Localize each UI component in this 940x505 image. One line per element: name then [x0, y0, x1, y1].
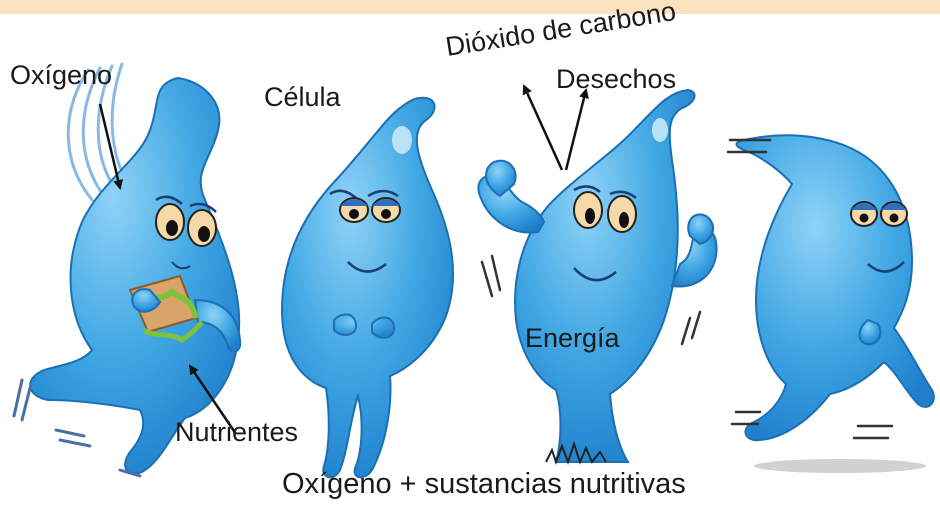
- motion-lines-icon: [480, 254, 702, 346]
- character-cell: [280, 96, 455, 479]
- label-oxygen: Oxígeno: [10, 60, 113, 90]
- hands-2: [333, 313, 396, 339]
- face-2: [329, 189, 401, 273]
- label-nutrients: Nutrientes: [175, 417, 299, 447]
- caption: Oxígeno + sustancias nutritivas: [282, 468, 686, 500]
- cell-body-2: [280, 96, 455, 479]
- grass-icon: [545, 440, 607, 465]
- arrow-icon: [188, 364, 238, 435]
- label-cell: Célula: [264, 82, 341, 112]
- arrow-icon: [564, 88, 589, 171]
- arrow-icon: [522, 84, 564, 171]
- fist-right-3: [687, 213, 715, 246]
- arm-right-1: [193, 298, 242, 353]
- cell-body-1: [29, 76, 241, 475]
- face-3: [573, 185, 637, 282]
- label-waste: Desechos: [556, 64, 677, 94]
- hand-1: [131, 288, 162, 313]
- label-energy: Energía: [525, 323, 620, 353]
- motion-lines-icon: [12, 378, 142, 478]
- cell-body-3: [514, 88, 696, 463]
- face-4: [850, 201, 908, 273]
- character-running: [726, 134, 935, 473]
- cell-body-4: [735, 134, 935, 442]
- header-band: [0, 0, 940, 14]
- fist-left-3: [485, 159, 517, 198]
- face-1: [155, 195, 217, 270]
- arrow-icon: [98, 103, 124, 190]
- character-eating: [12, 62, 242, 478]
- hand-4: [858, 318, 882, 346]
- shadow-4: [754, 459, 926, 473]
- character-energy: [477, 88, 718, 465]
- motion-lines-icon: [726, 138, 894, 440]
- oxygen-wind-lines-icon: [66, 62, 130, 202]
